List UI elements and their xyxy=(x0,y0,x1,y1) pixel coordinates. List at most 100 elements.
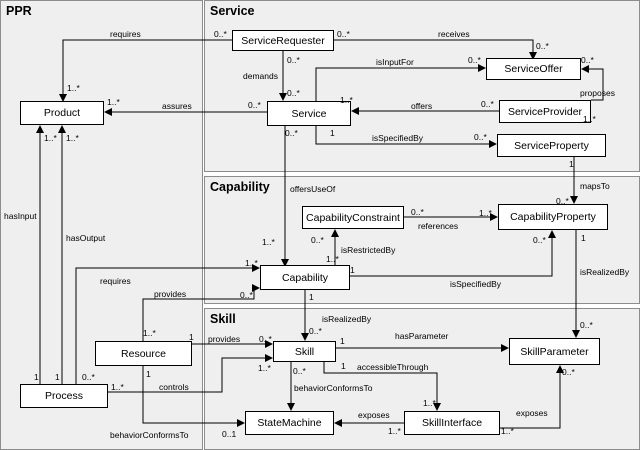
arrowhead-requires-process xyxy=(252,264,260,272)
arrowhead-is-specified-by-capability xyxy=(548,230,556,238)
edge-provides-capability xyxy=(142,288,255,341)
relation-label-provides-capability: provides xyxy=(154,289,187,299)
class-resource-label: Resource xyxy=(121,347,166,360)
relation-label-references: references xyxy=(418,221,459,231)
relation-label-demands: demands xyxy=(243,71,278,81)
class-service[interactable]: Service xyxy=(267,101,351,126)
edge-receives xyxy=(334,39,534,54)
class-state-machine[interactable]: StateMachine xyxy=(245,411,334,435)
arrowhead-behavior-conforms-to-skill xyxy=(287,403,295,411)
edge-requires-top xyxy=(62,39,232,96)
multiplicity: 0..* xyxy=(562,367,575,377)
multiplicity: 0..* xyxy=(248,100,261,110)
arrowhead-is-input-for xyxy=(478,64,486,72)
arrowhead-is-restricted-by xyxy=(331,229,339,237)
arrowhead-assures xyxy=(104,108,112,116)
relation-label-is-realized-by-skill: isRealizedBy xyxy=(322,314,372,324)
multiplicity: 0..* xyxy=(337,29,350,39)
relation-label-behavior-conforms-to-resource: behaviorConformsTo xyxy=(110,430,189,440)
relation-label-exposes-parameter: exposes xyxy=(516,408,548,418)
multiplicity: 1..* xyxy=(143,328,156,338)
class-capability-label: Capability xyxy=(281,271,329,284)
multiplicity: 0..* xyxy=(474,132,487,142)
multiplicity: 1..* xyxy=(67,83,80,93)
multiplicity: 1 xyxy=(340,336,345,346)
multiplicity: 0..* xyxy=(468,55,481,65)
service-panel-title: Service xyxy=(210,4,255,18)
class-service-offer-label: ServiceOffer xyxy=(504,63,563,75)
multiplicity: 1..* xyxy=(44,133,57,143)
arrowhead-is-realized-by-property xyxy=(572,330,580,338)
ppr-panel: PPR xyxy=(0,0,203,450)
relation-label-receives: receives xyxy=(438,29,470,39)
arrowhead-is-specified-by-service xyxy=(489,140,497,148)
arrowhead-provides-capability xyxy=(252,284,260,292)
class-skill-interface-label: SkillInterface xyxy=(421,417,483,429)
multiplicity: 1 xyxy=(581,233,586,243)
relation-label-provides-skill: provides xyxy=(208,334,241,344)
multiplicity: 0..* xyxy=(287,88,300,98)
arrowhead-offers xyxy=(351,107,359,115)
relation-label-requires-top: requires xyxy=(110,29,141,39)
class-service-requester[interactable]: ServiceRequester xyxy=(232,30,334,51)
multiplicity: 1..* xyxy=(388,426,401,436)
class-service-label: Service xyxy=(291,107,327,120)
class-service-provider[interactable]: ServiceProvider xyxy=(499,100,591,123)
multiplicity: 1..* xyxy=(423,398,436,408)
relation-label-requires-process: requires xyxy=(100,276,131,286)
relation-label-is-specified-by-capability: isSpecifiedBy xyxy=(450,279,502,289)
class-resource[interactable]: Resource xyxy=(95,341,192,366)
multiplicity: 1 xyxy=(189,332,194,342)
arrowhead-is-realized-by-skill xyxy=(301,333,309,341)
relation-label-has-output: hasOutput xyxy=(66,233,106,243)
class-process[interactable]: Process xyxy=(20,384,108,408)
multiplicity: 1..* xyxy=(107,97,120,107)
capability-panel-title: Capability xyxy=(210,180,270,194)
multiplicity: 0..* xyxy=(481,99,494,109)
class-skill-parameter[interactable]: SkillParameter xyxy=(509,338,600,365)
multiplicity: 1..* xyxy=(326,254,339,264)
multiplicity: 0..1 xyxy=(222,429,237,439)
relation-label-is-input-for: isInputFor xyxy=(376,57,414,67)
multiplicity: 1 xyxy=(34,372,39,382)
relation-label-exposes-state-machine: exposes xyxy=(358,410,390,420)
class-service-property[interactable]: ServiceProperty xyxy=(497,134,606,157)
relation-label-offers: offers xyxy=(411,101,433,111)
multiplicity: 1 xyxy=(330,128,335,138)
class-capability[interactable]: Capability xyxy=(260,265,350,290)
class-product-label: Product xyxy=(43,107,81,119)
multiplicity: 0..* xyxy=(287,55,300,65)
multiplicity: 0..* xyxy=(309,326,322,336)
class-capability-constraint[interactable]: CapabilityConstraint xyxy=(302,206,404,229)
edge-is-input-for xyxy=(315,67,480,110)
edge-requires-process xyxy=(75,267,254,384)
multiplicity: 0..* xyxy=(82,372,95,382)
multiplicity: 1..* xyxy=(501,426,514,436)
relation-label-is-specified-by-service: isSpecifiedBy xyxy=(372,133,424,143)
multiplicity: 1 xyxy=(55,372,60,382)
class-capability-property[interactable]: CapabilityProperty xyxy=(498,204,608,230)
relation-label-proposes: proposes xyxy=(580,88,615,98)
multiplicity: 0..* xyxy=(411,207,424,217)
multiplicity: 0..* xyxy=(556,196,569,206)
class-product[interactable]: Product xyxy=(20,101,104,125)
multiplicity: 1..* xyxy=(583,114,596,124)
multiplicity: 1 xyxy=(309,292,314,302)
edge-is-specified-by-capability xyxy=(350,236,553,277)
multiplicity: 1 xyxy=(146,369,151,379)
class-skill-interface[interactable]: SkillInterface xyxy=(404,411,500,435)
class-service-offer[interactable]: ServiceOffer xyxy=(486,58,581,80)
edge-controls xyxy=(108,357,267,393)
multiplicity: 0..* xyxy=(536,41,549,51)
class-capability-constraint-label: CapabilityConstraint xyxy=(306,211,400,224)
edge-behavior-conforms-to-resource xyxy=(142,366,239,424)
arrowhead-proposes xyxy=(581,65,589,73)
arrowhead-provides-skill xyxy=(265,340,273,348)
multiplicity: 0..* xyxy=(311,235,324,245)
multiplicity: 0..* xyxy=(259,334,272,344)
arrowhead-behavior-conforms-to-resource xyxy=(237,419,245,427)
class-skill[interactable]: Skill xyxy=(273,341,336,362)
multiplicity: 0..* xyxy=(240,290,253,300)
edge-exposes-parameter xyxy=(500,371,561,429)
